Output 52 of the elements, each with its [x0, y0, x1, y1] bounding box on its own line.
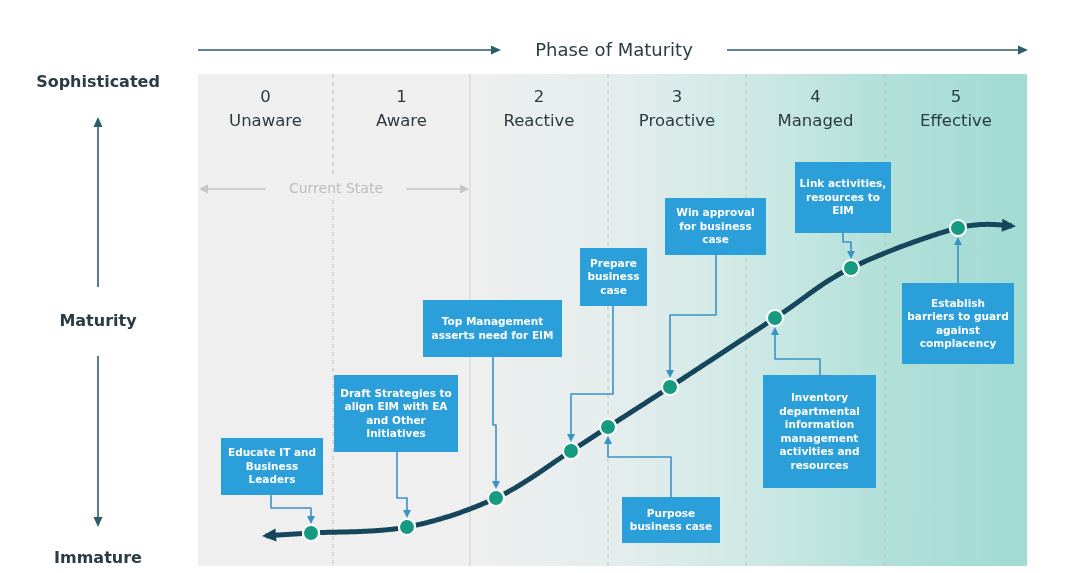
leader-arrow	[771, 327, 821, 376]
curve-line	[858, 227, 952, 267]
dot-marker-icon	[766, 309, 784, 327]
callout-box: Educate IT and Business Leaders	[221, 438, 323, 495]
phase-number: 1	[396, 86, 407, 107]
callout-box: Purpose business case	[622, 497, 720, 543]
axis-title: Phase of Maturity	[535, 39, 693, 61]
leader-arrow	[396, 451, 411, 518]
dot-marker-icon	[562, 442, 580, 460]
dot-marker-icon	[398, 518, 416, 536]
leader-arrow	[954, 237, 962, 284]
dot-marker-icon	[949, 219, 967, 237]
leader-arrow	[492, 356, 500, 489]
dot-marker-icon	[487, 489, 505, 507]
callout-box: Draft Strategies to align EIM with EA and Other Initiatives	[334, 375, 458, 452]
phase-number: 4	[810, 86, 821, 107]
phase-name: Reactive	[503, 110, 575, 131]
phase-name: Proactive	[638, 110, 716, 131]
curve-line	[576, 429, 603, 449]
leader-arrow	[604, 436, 672, 498]
phase-number: 5	[950, 86, 962, 107]
axis-label: Maturity	[59, 311, 137, 331]
leader-arrow	[666, 254, 717, 378]
curve-arrow	[262, 528, 305, 542]
phase-name: Aware	[376, 110, 427, 131]
phase-name: Managed	[777, 110, 854, 131]
phase-name: Effective	[920, 110, 992, 131]
phase-number: 3	[671, 86, 683, 107]
axis-label: Sophisticated	[36, 72, 160, 92]
leader-arrow	[270, 494, 315, 524]
curve-arrow	[964, 218, 1016, 232]
axis-label: Immature	[54, 548, 142, 568]
callout-box: Inventory departmental information management activities and resources	[763, 375, 876, 488]
leader-arrow	[567, 305, 614, 442]
phase-name: Unaware	[229, 110, 302, 131]
curve-line	[781, 269, 845, 316]
phase-number: 0	[260, 86, 271, 107]
curve-line	[501, 453, 566, 497]
dot-marker-icon	[842, 259, 860, 277]
callout-box: Prepare business case	[580, 248, 647, 306]
curve-line	[676, 320, 770, 385]
callout-box: Establish barriers to guard against complacency	[902, 283, 1014, 364]
curve-line	[613, 389, 665, 425]
curve-line	[317, 525, 400, 536]
callout-box: Win approval for business case	[665, 198, 766, 255]
phase-band	[885, 74, 1027, 566]
leader-arrow	[842, 232, 855, 259]
dot-marker-icon	[661, 378, 679, 396]
phase-number: 2	[533, 86, 545, 107]
curve-line	[413, 499, 491, 528]
dot-marker-icon	[302, 524, 320, 542]
callout-box: Top Management asserts need for EIM	[423, 300, 562, 357]
